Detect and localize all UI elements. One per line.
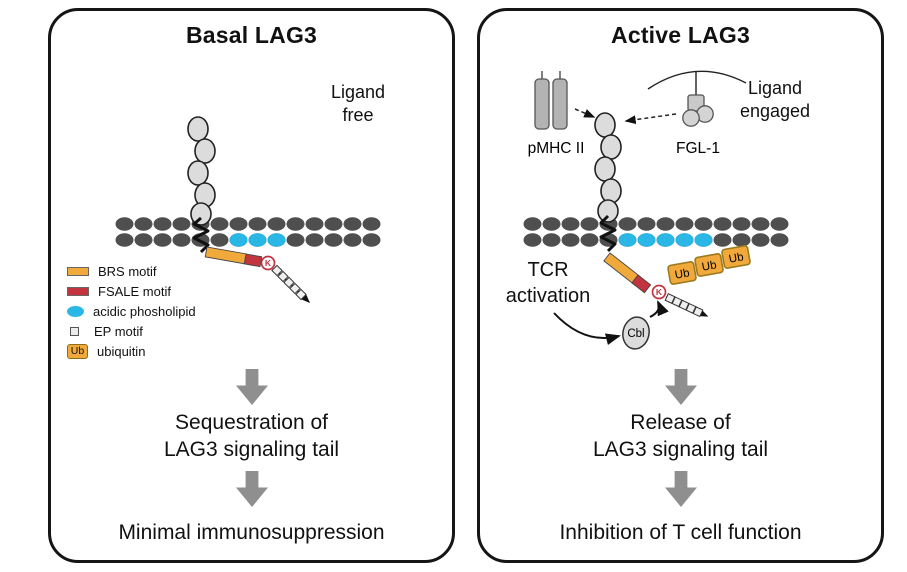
ep-motif-chain bbox=[664, 293, 704, 318]
pmhc2-label: pMHC II bbox=[528, 140, 585, 157]
lysine-residue bbox=[651, 284, 667, 300]
legend-row-ubiquitin: Ub ubiquitin bbox=[67, 341, 196, 361]
lag3-receptor bbox=[187, 116, 216, 254]
ep-motif-chain bbox=[271, 264, 307, 301]
transmembrane-domain bbox=[599, 214, 617, 253]
ubiquitin-2 bbox=[694, 253, 724, 277]
fsale-motif bbox=[631, 274, 652, 294]
ubiquitin-swatch: Ub bbox=[67, 343, 88, 359]
legend-row-ep: EP motif bbox=[67, 321, 196, 341]
lysine-label: K bbox=[656, 287, 663, 297]
tcr-to-cbl-arrow bbox=[553, 312, 621, 346]
active-panel-title: Active LAG3 bbox=[611, 22, 750, 48]
acidic-phospholipids bbox=[229, 233, 286, 247]
brs-motif-swatch bbox=[67, 266, 89, 276]
fgl1-binding-arrow bbox=[624, 113, 677, 125]
legend-label: ubiquitin bbox=[97, 343, 146, 359]
ubiquitin-1 bbox=[667, 261, 697, 285]
pmhc-binding-arrow bbox=[574, 108, 596, 118]
legend-label: BRS motif bbox=[98, 263, 157, 279]
plasma-membrane bbox=[115, 216, 381, 248]
lag3-cytoplasmic-tail: K bbox=[603, 252, 709, 318]
fgl1-label: FGL-1 bbox=[676, 140, 720, 157]
ep-motif-swatch bbox=[70, 326, 79, 336]
ubiquitin-chain: Ub Ub Ub bbox=[667, 245, 751, 285]
brs-motif bbox=[204, 246, 247, 265]
ubiquitin-label: Ub bbox=[674, 267, 691, 281]
cbl-ligase: Cbl bbox=[622, 316, 650, 350]
plasma-membrane bbox=[523, 216, 789, 248]
legend-row-fsale: FSALE motif bbox=[67, 281, 196, 301]
active-step-2: Inhibition of T cell function bbox=[559, 521, 802, 544]
lag3-cytoplasmic-tail: K bbox=[204, 246, 311, 303]
active-step-1: Release of LAG3 signaling tail bbox=[592, 411, 769, 462]
active-ligand-status: Ligand engaged bbox=[739, 78, 811, 122]
fgl1-ligand bbox=[647, 70, 747, 127]
legend: BRS motif FSALE motif acidic phosholipid… bbox=[67, 261, 196, 361]
basal-step-1: Sequestration of LAG3 signaling tail bbox=[163, 411, 340, 462]
phospholipid-swatch bbox=[67, 305, 84, 317]
cbl-to-lysine-arrow bbox=[649, 300, 669, 318]
lag3-receptor bbox=[594, 112, 622, 253]
legend-label: FSALE motif bbox=[98, 283, 171, 299]
lysine-residue bbox=[260, 255, 276, 271]
basal-panel-title: Basal LAG3 bbox=[185, 22, 318, 48]
acidic-phospholipids bbox=[618, 233, 713, 247]
fsale-motif-swatch bbox=[67, 286, 89, 296]
tcr-activation-label: TCR activation bbox=[505, 259, 591, 307]
ubiquitin-3 bbox=[721, 245, 751, 269]
active-illustration: pMHC II FGL-1 bbox=[523, 70, 789, 350]
transmembrane-domain bbox=[192, 216, 210, 254]
basal-ligand-status: Ligand free bbox=[330, 82, 386, 126]
legend-row-phospholipid: acidic phosholipid bbox=[67, 301, 196, 321]
legend-label: EP motif bbox=[94, 323, 143, 339]
legend-row-brs: BRS motif bbox=[67, 261, 196, 281]
active-panel: Active LAG3 Ligand engaged bbox=[477, 8, 884, 563]
basal-illustration: K bbox=[115, 116, 381, 303]
pmhc2-ligand bbox=[534, 71, 568, 130]
legend-label: acidic phosholipid bbox=[93, 303, 196, 319]
ubiquitin-label: Ub bbox=[701, 259, 718, 273]
fsale-motif bbox=[243, 253, 263, 268]
cbl-label: Cbl bbox=[627, 328, 644, 340]
basal-panel: Basal LAG3 Ligand free bbox=[48, 8, 455, 563]
lysine-label: K bbox=[265, 258, 272, 268]
ubiquitin-label: Ub bbox=[728, 251, 745, 265]
basal-step-2: Minimal immunosuppression bbox=[118, 521, 385, 544]
